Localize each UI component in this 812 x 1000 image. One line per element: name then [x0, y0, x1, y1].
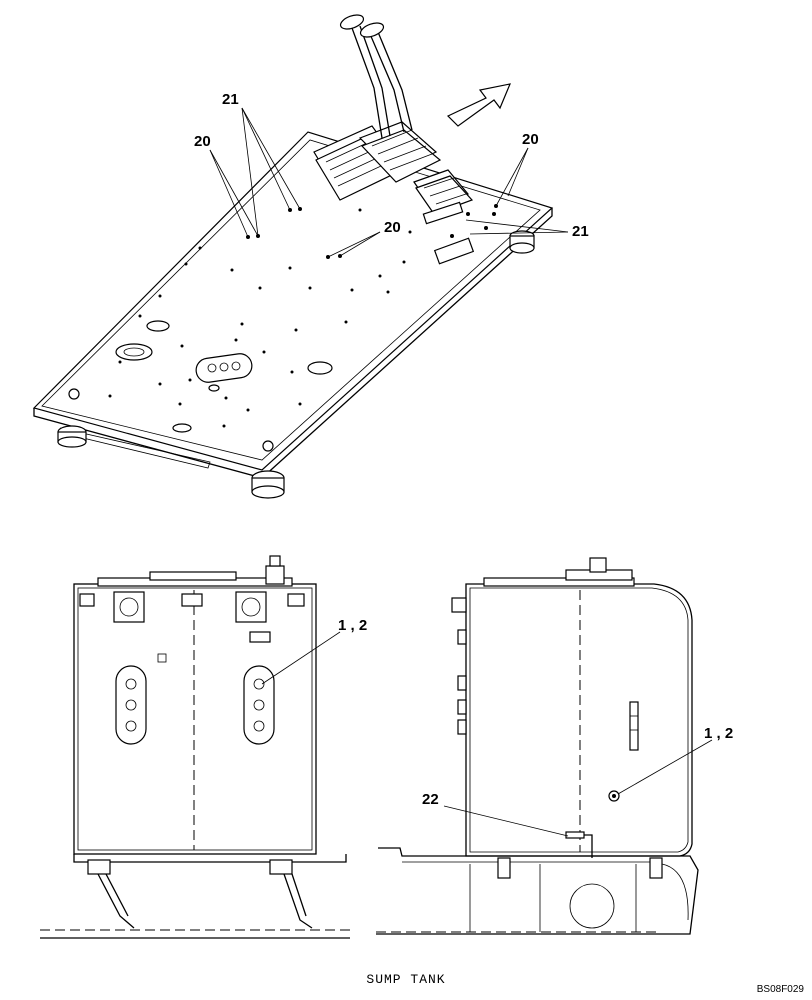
drawing-id: BS08F029	[756, 984, 804, 995]
callout-22: 22	[422, 791, 439, 808]
front-direction-arrow	[446, 83, 511, 127]
callout-20-right: 20	[522, 131, 539, 148]
callout-1-2-side: 1 , 2	[704, 725, 733, 742]
leader-1-2-side	[617, 739, 713, 795]
sensor-fitting	[565, 831, 585, 839]
bolt-holes	[108, 204, 498, 428]
sight-plate-left	[115, 665, 147, 745]
callout-20-left: 20	[194, 133, 211, 150]
diagram-caption: SUMP TANK	[366, 972, 446, 987]
callout-21-left: 21	[222, 91, 239, 108]
leader-1-2-front	[261, 631, 341, 685]
floor-plate	[32, 131, 554, 471]
tank-body-side	[465, 583, 693, 857]
sight-plate-right	[243, 665, 275, 745]
callout-21-right: 21	[572, 223, 589, 240]
floor-access-hole	[115, 343, 153, 361]
rubber-mount	[251, 470, 285, 499]
floor-plate-assembly	[32, 14, 554, 499]
callout-20-center: 20	[384, 219, 401, 236]
rubber-mount	[509, 230, 535, 254]
filler-cap	[265, 565, 285, 585]
sump-tank-front-view	[40, 555, 350, 939]
level-gauge	[629, 701, 639, 751]
floor-access-slot	[195, 353, 253, 383]
travel-lever	[359, 22, 413, 133]
sump-tank-side-view	[376, 557, 699, 935]
callout-1-2-front: 1 , 2	[338, 617, 367, 634]
rubber-mount	[57, 425, 87, 448]
tank-body-front	[73, 583, 317, 855]
leader-22-side	[443, 805, 569, 837]
filler-cap-side	[589, 557, 607, 573]
callout-leaders-top	[209, 107, 569, 258]
travel-lever	[339, 14, 391, 139]
